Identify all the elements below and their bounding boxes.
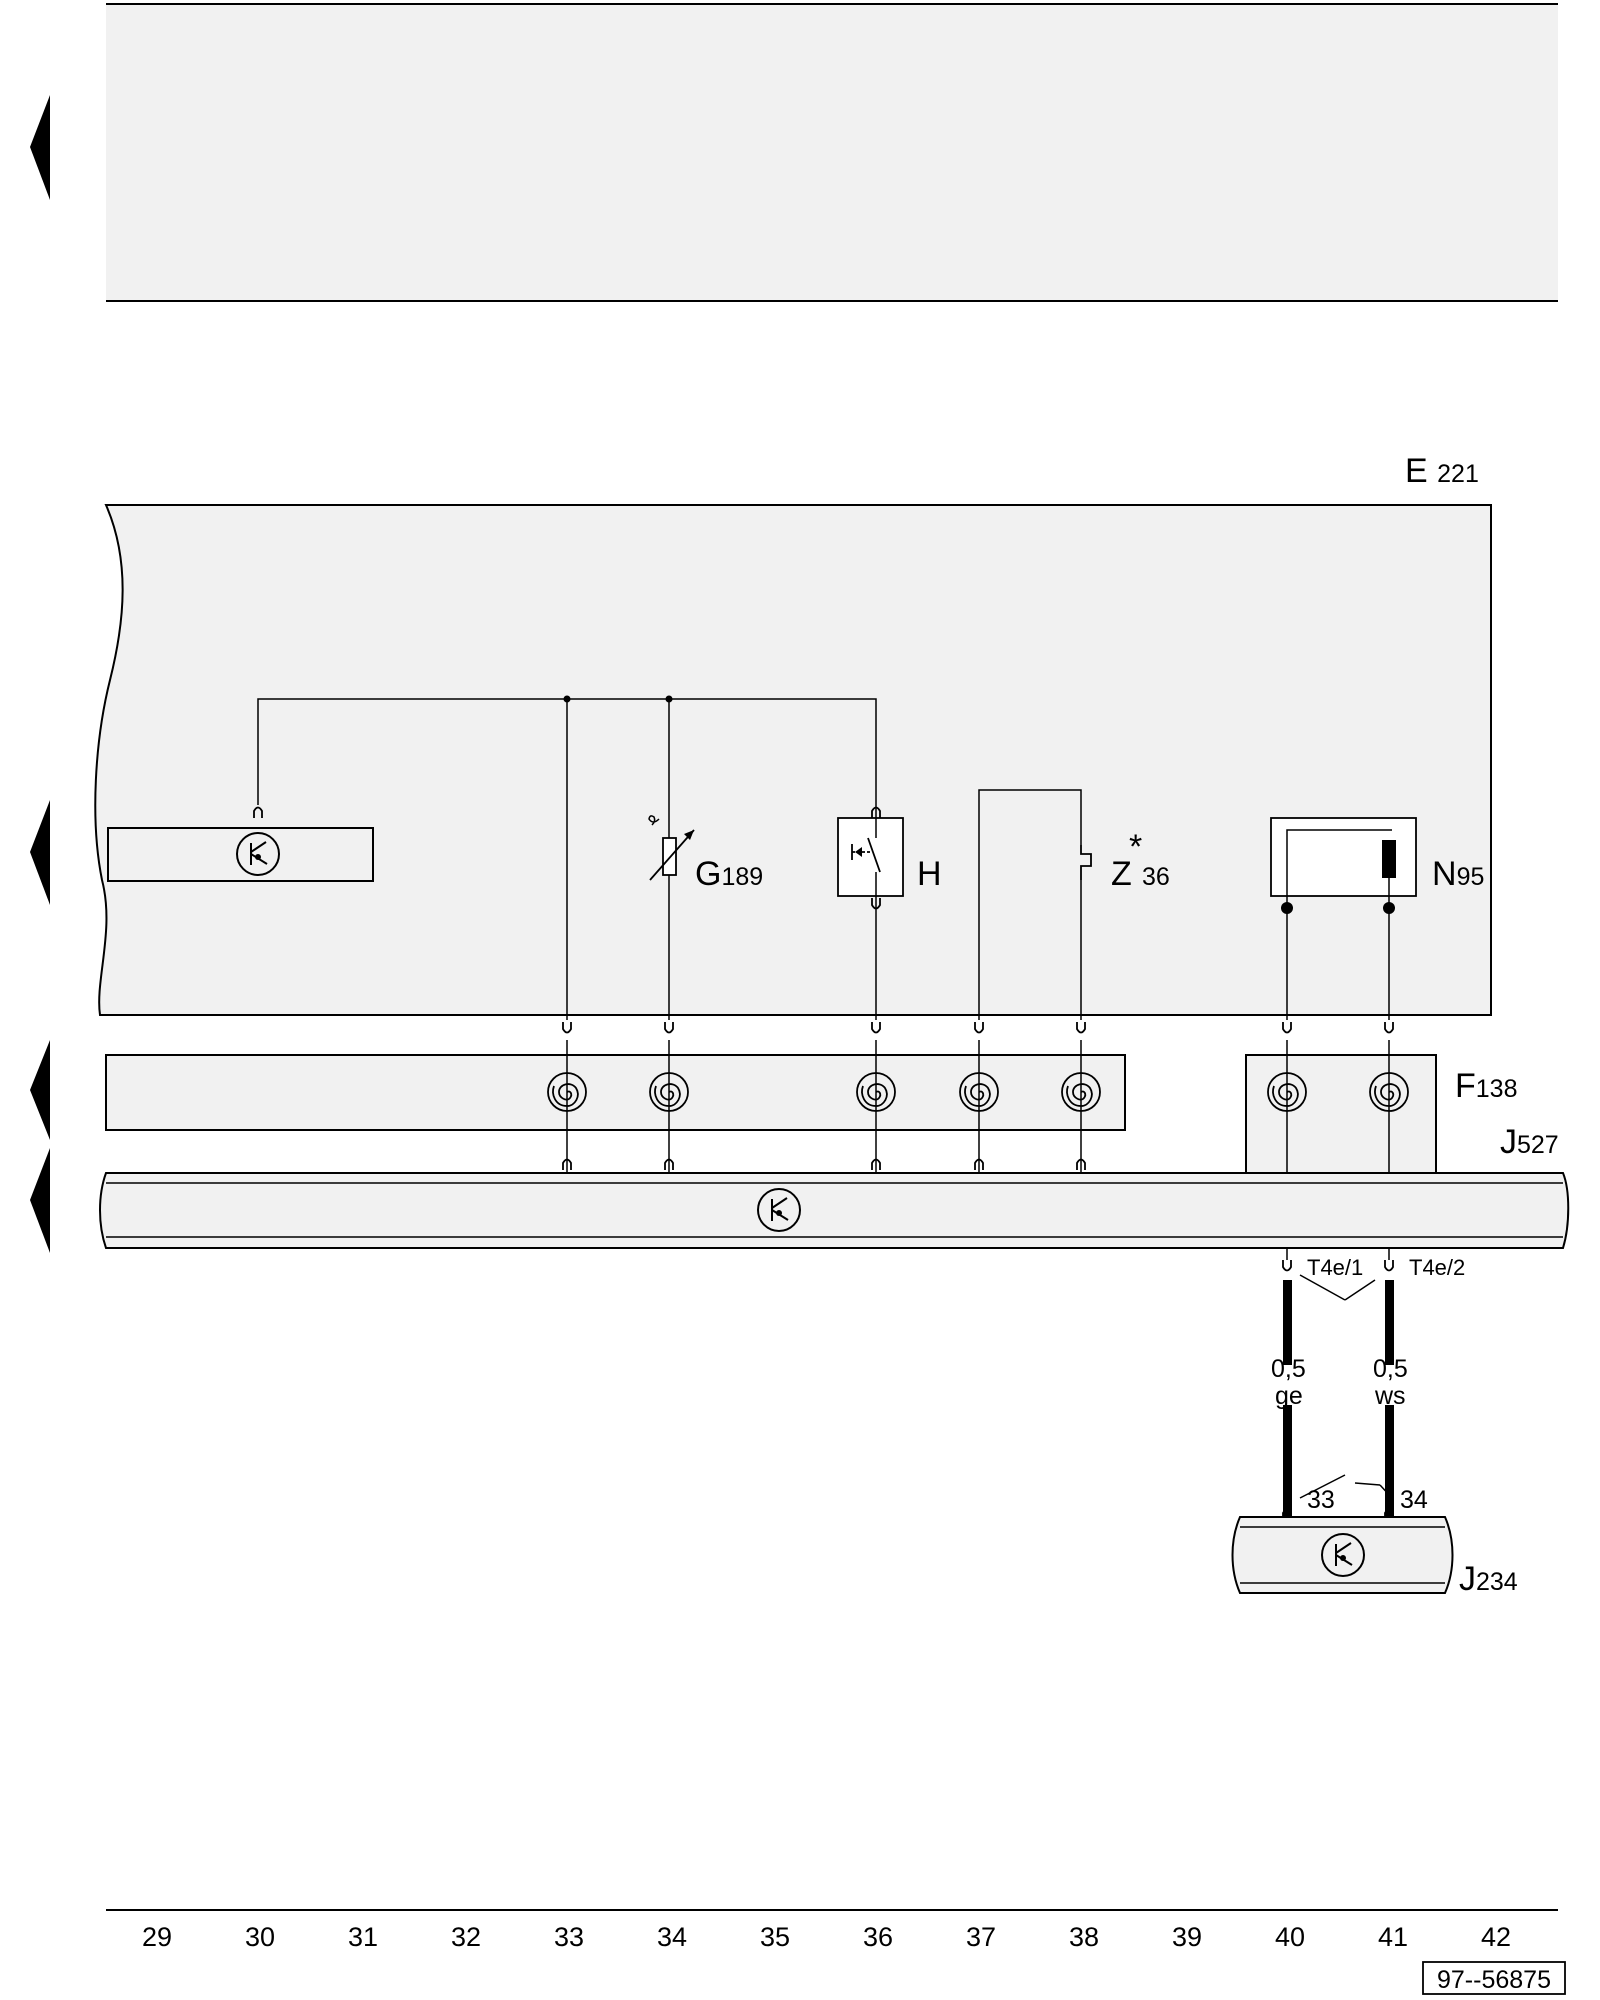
current-track-number: 34: [657, 1922, 687, 1952]
current-track-number: 37: [966, 1922, 996, 1952]
top-panel: [106, 3, 1558, 302]
current-track-number: 30: [245, 1922, 275, 1952]
continuation-arrow-fuse-row: [30, 1040, 50, 1140]
current-track-number: 32: [451, 1922, 481, 1952]
h-switch: [837, 805, 904, 910]
current-track-number: 38: [1069, 1922, 1099, 1952]
j527-control-unit: [99, 1172, 1570, 1249]
t4e-connector: [1282, 1259, 1394, 1301]
wire-ge-color: ge: [1275, 1382, 1303, 1410]
current-track-number: 40: [1275, 1922, 1305, 1952]
continuation-arrow-top: [30, 95, 50, 200]
junction-dots: [563, 695, 673, 703]
wire-ws-color: ws: [1374, 1382, 1406, 1410]
z36-number: 36: [1142, 863, 1170, 891]
e221-lower-contacts: [562, 1021, 1394, 1034]
g189-temperature-sensor: [648, 815, 695, 881]
j234-control-unit: [1231, 1516, 1454, 1594]
continuation-arrow-e221: [30, 800, 50, 905]
current-track-number: 31: [348, 1922, 378, 1952]
j234-label: J234: [1459, 1560, 1518, 1598]
reference-code: 97--56875: [1437, 1966, 1551, 1994]
f138-label: F138: [1455, 1067, 1518, 1105]
e221-housing: [94, 504, 1492, 1016]
j527-label: J527: [1500, 1123, 1559, 1161]
e221-control-strip: [107, 827, 374, 882]
h-label: H: [917, 855, 942, 893]
current-track-number: 35: [760, 1922, 790, 1952]
continuation-arrow-j527: [30, 1148, 50, 1253]
wire-ws: [1385, 1280, 1394, 1517]
pin-33-label: 33: [1307, 1486, 1335, 1514]
page-continuation-markers: [30, 95, 50, 1253]
current-track-number: 36: [863, 1922, 893, 1952]
wire-ge: [1283, 1280, 1292, 1517]
current-track-number: 42: [1481, 1922, 1511, 1952]
z36-mark: *: [1129, 828, 1142, 866]
fuse-strip: [105, 1054, 1126, 1131]
j527-upper-contacts: [562, 1158, 1086, 1171]
current-track-number: 29: [142, 1922, 172, 1952]
g189-label: G189: [695, 855, 763, 893]
n95-label: N95: [1432, 855, 1484, 893]
wire-ws-size: 0,5: [1373, 1355, 1408, 1383]
wire-ge-size: 0,5: [1271, 1355, 1306, 1383]
current-track-number: 41: [1378, 1922, 1408, 1952]
current-track-number: 33: [554, 1922, 584, 1952]
n95-valve: [1270, 817, 1417, 914]
z36-label: Z: [1111, 855, 1132, 893]
current-track-numbers: 29 30 31 32 33 34 35 36 37 38 39 40 41 42: [142, 1922, 1511, 1952]
z36-heater: [1080, 845, 1092, 880]
j234-connector: [1282, 1474, 1394, 1521]
f138-unit: [1245, 1054, 1437, 1174]
reference-code-box: [1422, 1961, 1566, 1995]
t4e-2-label: T4e/2: [1409, 1255, 1465, 1280]
e221-label: E 221: [1405, 452, 1479, 490]
pin-34-label: 34: [1400, 1486, 1428, 1514]
t4e-1-label: T4e/1: [1307, 1255, 1363, 1280]
current-track-number: 39: [1172, 1922, 1202, 1952]
